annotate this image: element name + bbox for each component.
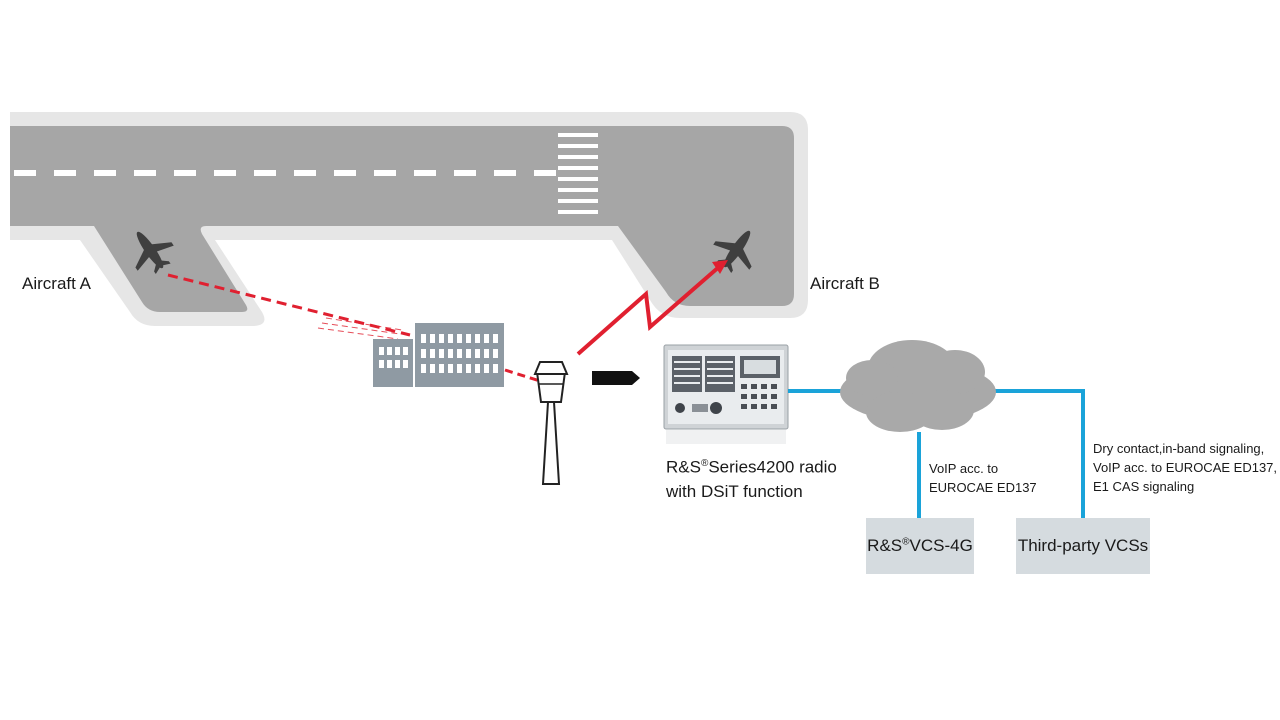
aircraft-b-label: Aircraft B: [810, 274, 880, 293]
radio-link-aircraft-b: [576, 260, 728, 356]
runway-inner: [10, 126, 794, 312]
third-party-interfaces-label: Dry contact,in-band signaling, VoIP acc.…: [1093, 439, 1277, 496]
vcs-model: VCS-4G: [909, 536, 973, 555]
voip-label-line2: EUROCAE ED137: [929, 480, 1037, 495]
radio-label-line2: with DSiT function: [666, 481, 803, 501]
third-party-vcs-box: Third-party VCSs: [1016, 518, 1150, 574]
radio-link-aircraft-a: [167, 273, 541, 383]
radio-label-line1: R&S®Series4200 radio: [666, 452, 837, 480]
registered-mark: ®: [902, 536, 910, 548]
aircraft-a-label: Aircraft A: [22, 274, 91, 293]
aircraft-icon: [135, 231, 174, 275]
runway-complex: [10, 112, 808, 326]
control-tower-icon: [533, 361, 569, 485]
vcs-4g-label: R&S®VCS-4G: [867, 536, 973, 556]
radio-brand: R&S: [666, 457, 701, 477]
terminal-building-icon: [373, 323, 504, 387]
radio-label: R&S®Series4200 radio with DSiT function: [666, 452, 837, 504]
third-label-line1: Dry contact,in-band signaling,: [1093, 441, 1265, 456]
third-party-vcs-label: Third-party VCSs: [1017, 536, 1149, 555]
voip-label: VoIP acc. to EUROCAE ED137: [929, 459, 1037, 497]
vcs-brand: R&S: [867, 536, 903, 555]
centerline-dashes: [14, 170, 556, 176]
cloud-network-icon: [840, 340, 996, 432]
voip-label-line1: VoIP acc. to: [929, 461, 999, 476]
arrow-icon: [592, 371, 640, 385]
third-label-line3: E1 CAS signaling: [1093, 479, 1195, 494]
third-label-line2: VoIP acc. to EUROCAE ED137,: [1093, 460, 1278, 475]
threshold-markings: [558, 133, 598, 214]
network-lines: [788, 389, 1085, 518]
registered-mark: ®: [700, 458, 709, 469]
radio-device-icon: [663, 344, 789, 444]
radio-model: Series4200 radio: [708, 457, 837, 477]
vcs-4g-box: R&S®VCS-4G: [866, 518, 974, 574]
